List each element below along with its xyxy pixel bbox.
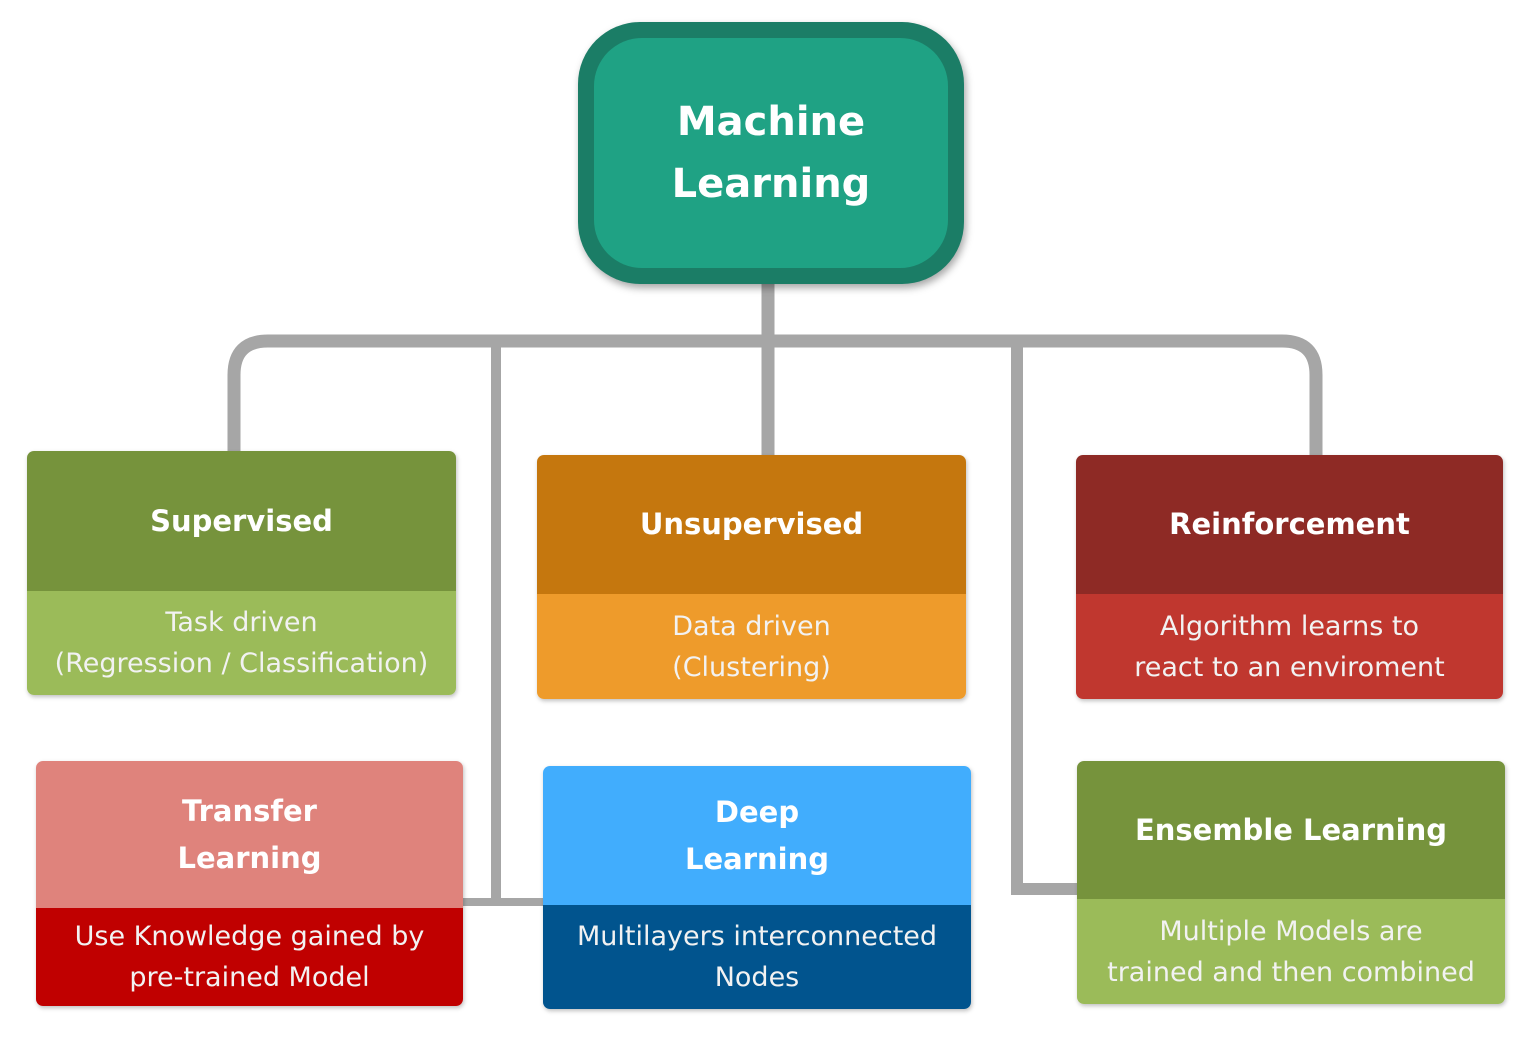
node-body: Use Knowledge gained by pre-trained Mode… — [36, 908, 463, 1006]
node-body: Algorithm learns to react to an envirome… — [1076, 594, 1503, 699]
node-deep-learning: Deep Learning Multilayers interconnected… — [543, 766, 971, 1009]
node-description: Task driven (Regression / Classification… — [54, 607, 429, 679]
node-unsupervised: Unsupervised Data driven (Clustering) — [537, 455, 966, 699]
root-node-machine-learning: Machine Learning — [578, 22, 964, 284]
node-header: Transfer Learning — [36, 761, 463, 908]
node-title: Unsupervised — [639, 507, 864, 541]
connector-ensemble — [1011, 341, 1077, 895]
node-body: Task driven (Regression / Classification… — [27, 591, 456, 695]
node-description: Multilayers interconnected Nodes — [576, 921, 938, 993]
node-transfer-learning: Transfer Learning Use Knowledge gained b… — [36, 761, 463, 1006]
node-description: Multiple Models are trained and then com… — [1107, 915, 1475, 988]
node-title: Supervised — [150, 503, 333, 538]
node-header: Ensemble Learning — [1077, 761, 1505, 899]
node-header: Deep Learning — [543, 766, 971, 905]
node-title: Transfer Learning — [177, 793, 322, 875]
node-description: Algorithm learns to react to an envirome… — [1134, 610, 1445, 683]
connector-main-bus — [227, 334, 1323, 455]
node-header: Unsupervised — [537, 455, 966, 594]
node-body: Multiple Models are trained and then com… — [1077, 899, 1505, 1004]
node-ensemble-learning: Ensemble Learning Multiple Models are tr… — [1077, 761, 1505, 1004]
node-title: Deep Learning — [684, 794, 829, 876]
node-description: Data driven (Clustering) — [672, 610, 831, 683]
root-node-inner: Machine Learning — [594, 38, 948, 268]
node-title: Reinforcement — [1169, 507, 1410, 541]
root-title: Machine Learning — [671, 99, 871, 207]
node-reinforcement: Reinforcement Algorithm learns to react … — [1076, 455, 1503, 699]
node-body: Multilayers interconnected Nodes — [543, 905, 971, 1009]
node-supervised: Supervised Task driven (Regression / Cla… — [27, 451, 456, 695]
node-header: Reinforcement — [1076, 455, 1503, 594]
node-header: Supervised — [27, 451, 456, 591]
node-body: Data driven (Clustering) — [537, 594, 966, 699]
node-description: Use Knowledge gained by pre-trained Mode… — [74, 921, 425, 993]
node-title: Ensemble Learning — [1134, 812, 1448, 847]
